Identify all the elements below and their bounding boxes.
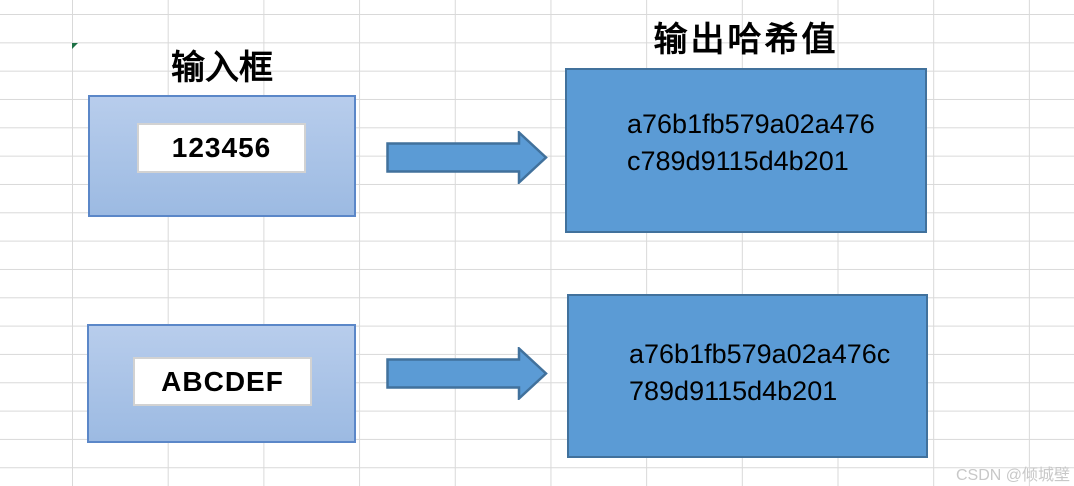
hash-text-line: a76b1fb579a02a476c [629,339,891,369]
watermark-text: CSDN @倾城壁 [956,467,1071,484]
hash-output-shape-1[interactable]: a76b1fb579a02a476 c789d9115d4b201 [565,68,927,233]
input-value-field-1[interactable]: 123456 [137,123,306,173]
right-block-arrow-icon[interactable] [386,347,548,400]
hash-text-line: a76b1fb579a02a476 [627,109,875,139]
input-value-field-2[interactable]: ABCDEF [133,357,312,406]
output-column-title: 输出哈希值 [653,22,839,59]
right-block-arrow-icon[interactable] [386,131,548,184]
hash-output-shape-2[interactable]: a76b1fb579a02a476c 789d9115d4b201 [567,294,928,458]
hash-text-line: c789d9115d4b201 [627,146,849,176]
input-column-title: 输入框 [171,50,273,87]
hash-text-line: 789d9115d4b201 [629,376,838,406]
input-shape-1[interactable]: 123456 [88,95,356,217]
input-shape-2[interactable]: ABCDEF [87,324,356,443]
cell-comment-marker-icon [72,43,78,49]
